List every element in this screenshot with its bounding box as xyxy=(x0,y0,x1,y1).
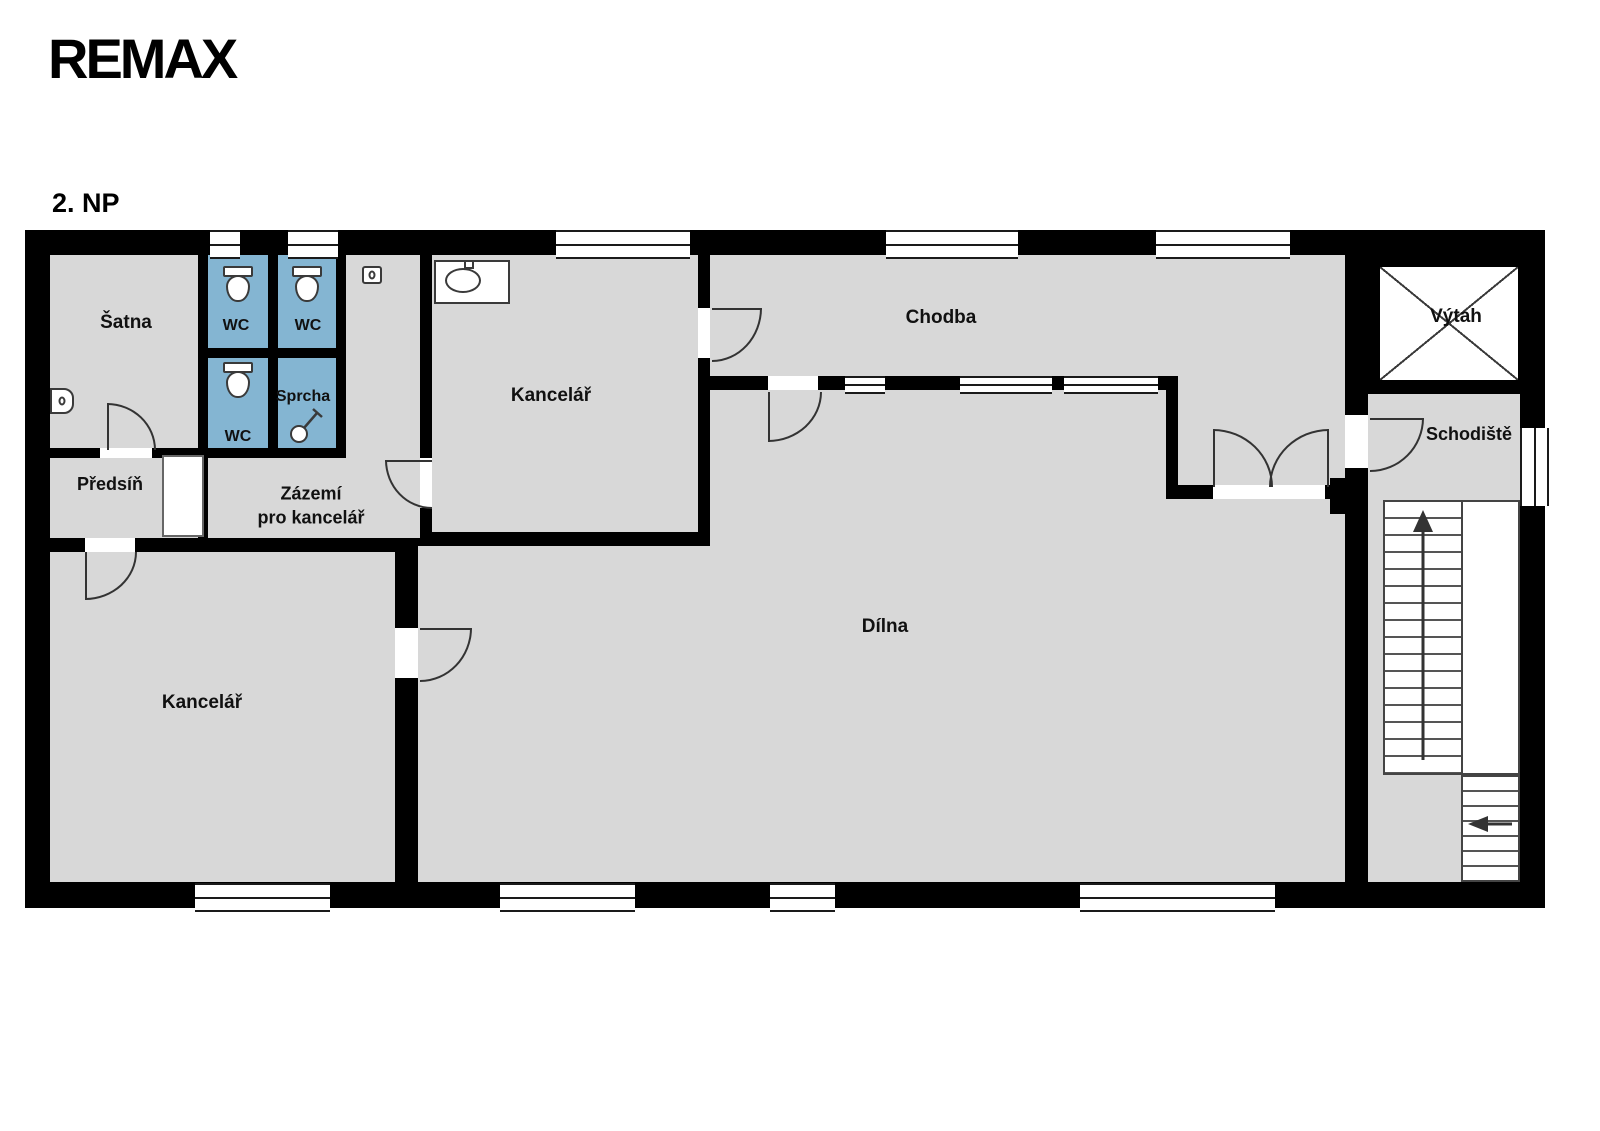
room-dilna-right xyxy=(1166,499,1345,882)
room-label-schodiste: Schodiště xyxy=(1425,423,1513,444)
window-interior-1 xyxy=(845,376,885,394)
window-interior-3 xyxy=(1064,376,1158,394)
remax-logo: REMAX xyxy=(48,27,238,90)
window-bottom-1 xyxy=(195,883,330,912)
door-opening-schodiste xyxy=(1345,415,1368,468)
room-dilna-main xyxy=(710,390,1166,882)
window-top-3 xyxy=(556,230,690,259)
stairs-left-arrow-icon xyxy=(1468,816,1512,832)
door-opening-double xyxy=(1213,485,1325,499)
toilet-icon xyxy=(223,362,253,398)
room-label-wc-bottom: WC xyxy=(224,428,252,446)
stairs-landing xyxy=(1461,500,1520,775)
room-label-chodba: Chodba xyxy=(905,307,977,329)
window-top-4 xyxy=(886,230,1018,259)
room-label-zazemi: Zázemí pro kancelář xyxy=(257,482,364,531)
room-label-zazemi-line2: pro kancelář xyxy=(257,508,365,528)
window-bottom-2 xyxy=(500,883,635,912)
wall-column xyxy=(1330,478,1362,514)
door-opening-satna xyxy=(100,448,152,458)
window-bottom-3 xyxy=(770,883,835,912)
room-label-zazemi-line1: Zázemí xyxy=(280,483,342,504)
room-dilna-left xyxy=(418,546,710,882)
sink-icon xyxy=(434,260,510,304)
window-interior-2 xyxy=(960,376,1052,394)
door-opening-kancelar-bottom xyxy=(395,628,418,678)
floor-label: 2. NP xyxy=(52,188,120,218)
boiler-icon xyxy=(362,266,382,284)
room-kancelar-bottom xyxy=(50,552,395,882)
toilet-icon xyxy=(292,266,322,302)
window-top-1 xyxy=(210,230,240,259)
door-opening-dilna xyxy=(768,376,818,390)
room-label-kancelar-bottom: Kancelář xyxy=(161,692,243,714)
room-label-wc-top-right: WC xyxy=(294,317,322,335)
window-top-2 xyxy=(288,230,338,259)
window-bottom-4 xyxy=(1080,883,1275,912)
room-zazemi xyxy=(208,458,420,538)
window-right-1 xyxy=(1520,428,1549,506)
door-opening-predsin xyxy=(85,538,135,552)
elevator-shaft-icon xyxy=(1380,267,1518,380)
room-label-predsin: Předsíň xyxy=(76,473,144,494)
room-label-sprcha: Sprcha xyxy=(275,388,331,406)
toilet-icon xyxy=(223,266,253,302)
stairs-up-arrow-icon xyxy=(1413,510,1433,760)
door-opening-kancelar-top xyxy=(698,308,710,358)
stairs-flight-lower xyxy=(1461,775,1520,882)
room-label-dilna: Dílna xyxy=(861,616,909,638)
shower-icon xyxy=(290,408,323,443)
room-label-kancelar-top: Kancelář xyxy=(510,385,592,407)
wall-basin-icon xyxy=(50,388,74,414)
open-doorway-predsin xyxy=(162,455,204,537)
room-label-wc-top-left: WC xyxy=(222,317,250,335)
room-chodba xyxy=(710,255,1345,376)
room-label-satna: Šatna xyxy=(100,312,152,334)
window-top-5 xyxy=(1156,230,1290,259)
room-label-vytah: Výtah xyxy=(1430,306,1482,328)
